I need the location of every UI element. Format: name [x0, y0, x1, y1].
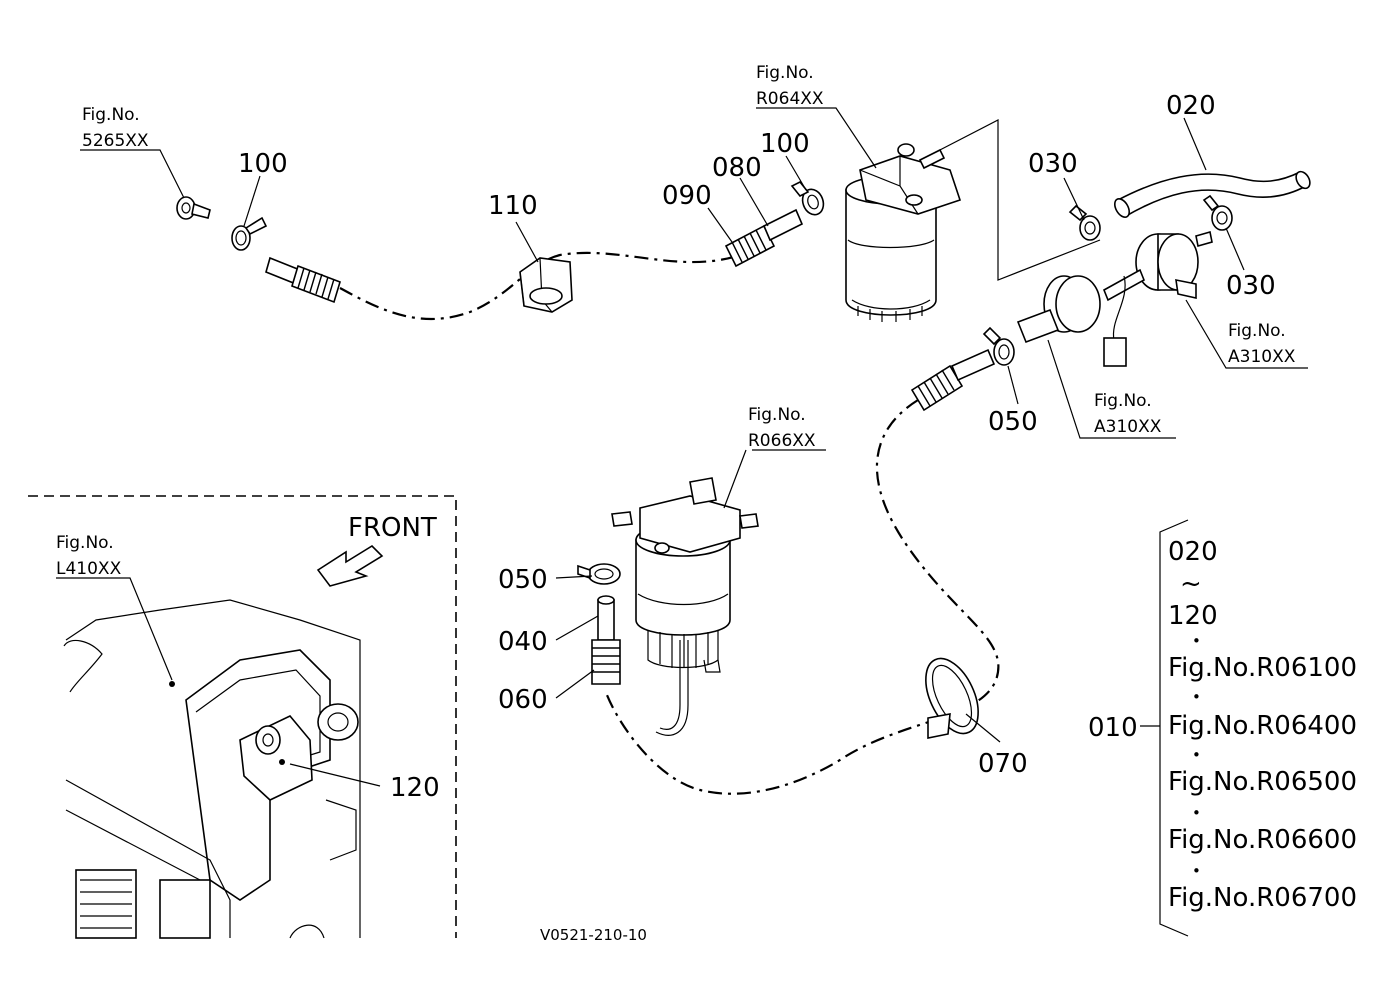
part-label-090: 090	[662, 181, 712, 211]
fig-ref-r064-line2: R064XX	[756, 89, 824, 109]
assembly-ref: Fig.No.R06500	[1168, 767, 1357, 797]
fig-ref-r064-line1: Fig.No.	[756, 63, 814, 83]
front-label: FRONT	[348, 513, 437, 543]
spring-guard-left	[265, 256, 341, 304]
part-label-110: 110	[488, 191, 538, 221]
assembly-range-sep: ~	[1180, 569, 1202, 599]
hose-sleeve-060	[591, 639, 621, 685]
diagram-code: V0521-210-10	[540, 926, 647, 944]
figure-references: Fig.No. R064XX Fig.No. 5265XX Fig.No. A3…	[56, 63, 1296, 579]
fig-ref-l410-line2: L410XX	[56, 559, 122, 579]
fuel-filter-main	[845, 143, 962, 322]
fuel-filter-secondary	[611, 477, 759, 673]
hose-clamp-050-left	[577, 563, 621, 585]
part-label-050-left: 050	[498, 565, 548, 595]
assembly-bullet: •	[1192, 746, 1201, 764]
fig-ref-a310-upper-line1: Fig.No.	[1228, 321, 1286, 341]
hose-clamp-050-right	[982, 326, 1015, 366]
fuel-pump-lower	[1016, 268, 1146, 367]
leader-lines	[56, 107, 1308, 937]
hose-clamp-100-right	[790, 180, 825, 216]
banjo-fitting	[176, 196, 211, 220]
part-label-050-right: 050	[988, 407, 1038, 437]
assembly-bullet: •	[1192, 862, 1201, 880]
assembly-ref: Fig.No.R06600	[1168, 825, 1357, 855]
assembly-bullet: •	[1192, 632, 1201, 650]
hose-clip-110	[519, 257, 573, 313]
fig-ref-a310-lower-line2: A310XX	[1094, 417, 1162, 437]
part-label-040: 040	[498, 627, 548, 657]
fig-ref-r066-line2: R066XX	[748, 431, 816, 451]
spring-guard-090	[724, 224, 776, 268]
part-label-100-left: 100	[238, 149, 288, 179]
hose-clamp-100-left	[231, 216, 268, 251]
part-label-070: 070	[978, 749, 1028, 779]
fig-ref-a310-lower-line1: Fig.No.	[1094, 391, 1152, 411]
assembly-range-start: 020	[1168, 537, 1218, 567]
front-arrow-icon	[316, 544, 384, 587]
assembly-bullet: •	[1192, 804, 1201, 822]
fig-ref-r066-line1: Fig.No.	[748, 405, 806, 425]
part-label-030-left: 030	[1028, 149, 1078, 179]
fig-ref-5265-line2: 5265XX	[82, 131, 149, 151]
assembly-ref: Fig.No.R06700	[1168, 883, 1357, 913]
fuel-hose-filter-out	[659, 640, 681, 730]
part-label-060: 060	[498, 685, 548, 715]
frame-inset	[28, 495, 457, 939]
fig-ref-5265-line1: Fig.No.	[82, 105, 140, 125]
part-label-020: 020	[1166, 91, 1216, 121]
part-label-030-right: 030	[1226, 271, 1276, 301]
part-label-010: 010	[1088, 713, 1138, 743]
hose-pipe-080	[762, 208, 804, 242]
hose-pipe-040	[597, 595, 615, 641]
hose-band-070	[925, 657, 979, 739]
assembly-ref: Fig.No.R06400	[1168, 711, 1357, 741]
assembly-range-end: 120	[1168, 601, 1218, 631]
part-numbers: 100 110 090 080 100 020 030 030 050 050 …	[238, 91, 1276, 803]
hose-clamp-030-right	[1202, 194, 1233, 231]
hose-clamp-030-left	[1068, 204, 1101, 241]
assembly-list: 020 ~ 120 • Fig.No.R06100 • Fig.No.R0640…	[1168, 537, 1357, 913]
spring-guard-right	[910, 348, 996, 412]
fuel-pump-upper	[1135, 230, 1213, 299]
assembly-bullet: •	[1192, 688, 1201, 706]
part-label-080: 080	[712, 153, 762, 183]
part-label-100-right: 100	[760, 129, 810, 159]
assembly-ref: Fig.No.R06100	[1168, 653, 1357, 683]
fig-ref-a310-upper-line2: A310XX	[1228, 347, 1296, 367]
fig-ref-l410-line1: Fig.No.	[56, 533, 114, 553]
part-label-120: 120	[390, 773, 440, 803]
